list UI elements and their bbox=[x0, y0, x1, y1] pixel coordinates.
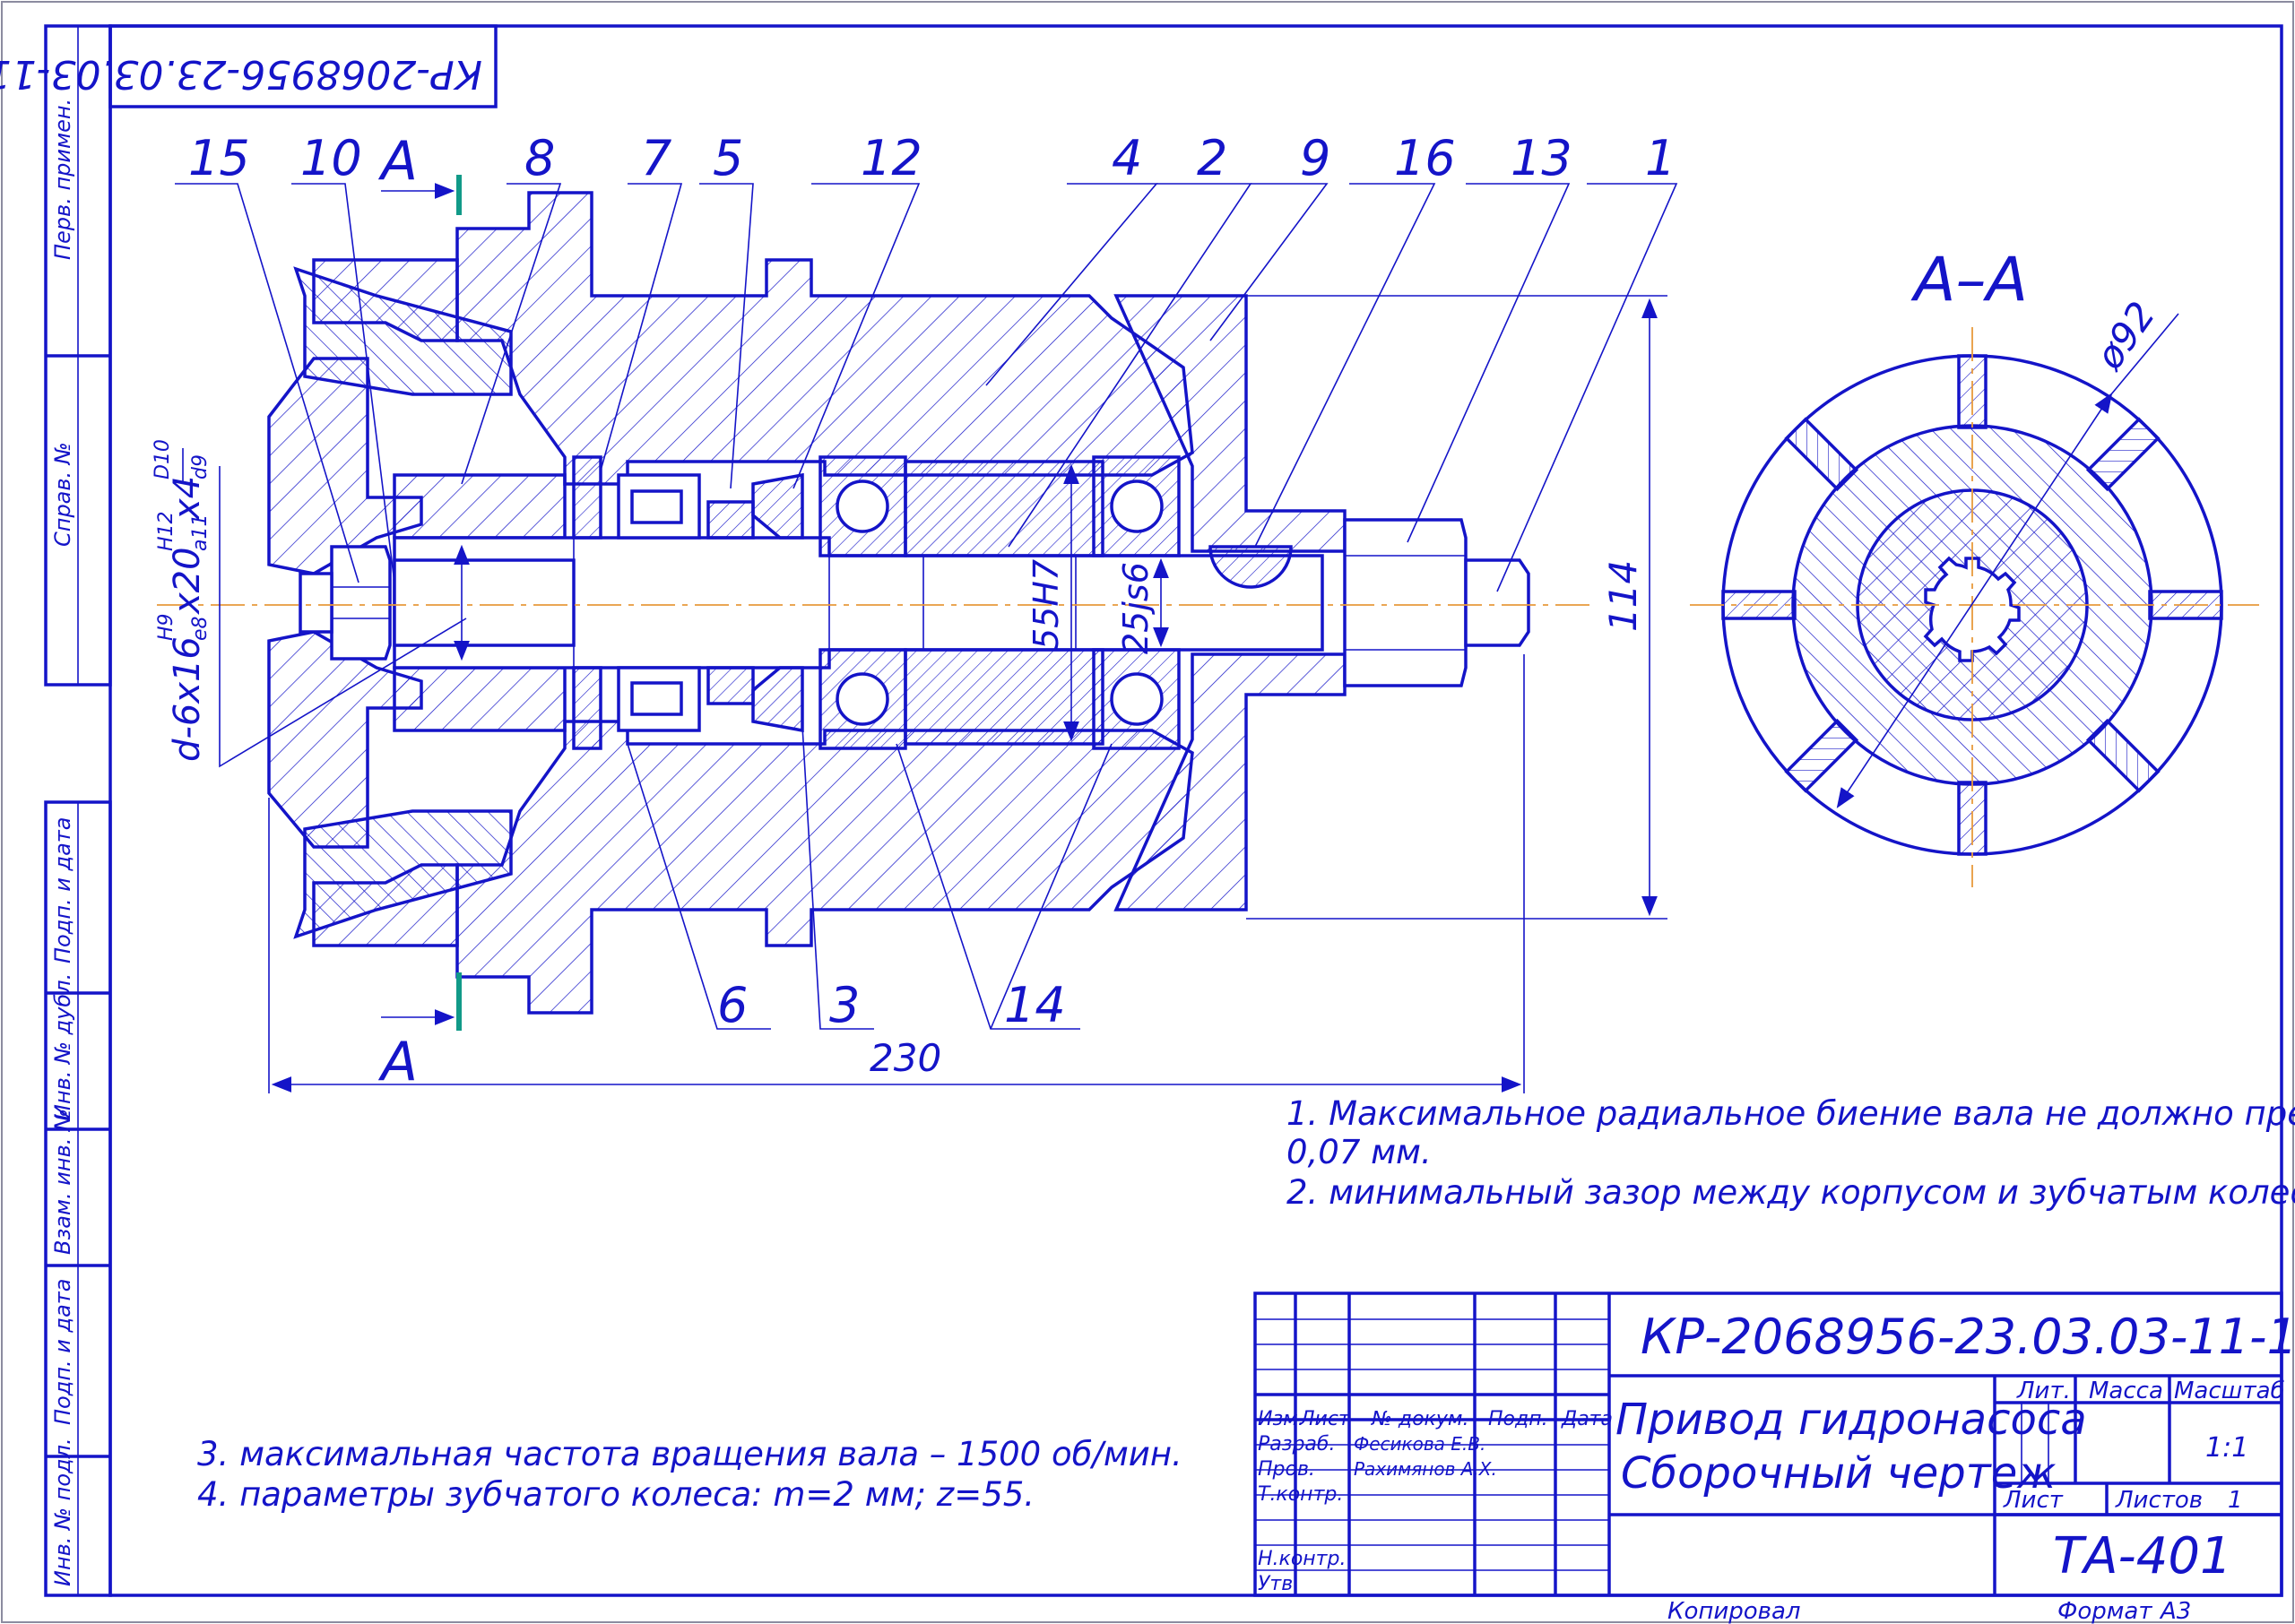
spline-f2-low: a11 bbox=[189, 514, 212, 551]
spline-mid: x20 bbox=[167, 547, 208, 616]
callout-4: 4 bbox=[1112, 130, 1142, 186]
bearing-right bbox=[1092, 455, 1181, 750]
dim-section-diameter: ø92 bbox=[2086, 294, 2163, 378]
side-perv-primen: Перв. примен. bbox=[50, 99, 75, 260]
tb-data: Дата bbox=[1561, 1408, 1613, 1430]
tb-utv: Утв. bbox=[1258, 1573, 1299, 1595]
spline-designation: d-6x16 H9 e8 x20 H12 a11 x4 D10 d9 bbox=[152, 439, 212, 762]
side-sprav-no: Справ. № bbox=[50, 442, 75, 547]
dim-overall-length: 230 bbox=[870, 1036, 941, 1080]
note-1b: 0,07 мм. bbox=[1286, 1133, 1432, 1171]
tb-izm: Изм. bbox=[1258, 1408, 1304, 1430]
tb-prov: Пров. bbox=[1258, 1458, 1315, 1481]
tb-list: Лист bbox=[2003, 1487, 2064, 1514]
callout-5: 5 bbox=[713, 130, 743, 186]
callout-12: 12 bbox=[861, 130, 922, 186]
side-vzam-inv: Взам. инв. № bbox=[50, 1109, 75, 1255]
tb-dokum: № докум. bbox=[1371, 1408, 1468, 1430]
footer-kopiroval: Копировал bbox=[1667, 1598, 1801, 1624]
callout-6: 6 bbox=[717, 977, 748, 1033]
footer-format-value: А3 bbox=[2159, 1598, 2191, 1624]
top-stamp: КР-2068956-23.03.03-11-18 СБ bbox=[0, 24, 498, 108]
top-stamp-text: КР-2068956-23.03.03-11-18 СБ bbox=[0, 51, 482, 97]
title-line2: Сборочный чертеж bbox=[1621, 1448, 2057, 1499]
technical-notes: 1. Максимальное радиальное биение вала н… bbox=[197, 1094, 2295, 1514]
callout-13: 13 bbox=[1511, 130, 1572, 186]
spline-f3-low: d9 bbox=[189, 454, 212, 479]
callout-leaders bbox=[175, 183, 1678, 1030]
dim-bore: 55H7 bbox=[1026, 559, 1066, 650]
note-2: 2. минимальный зазор между корпусом и зу… bbox=[1286, 1173, 2295, 1212]
side-inv-dubl: Инв. № дубл. bbox=[50, 973, 75, 1120]
tb-prov-name: Рахимянов А.Х. bbox=[1354, 1458, 1497, 1480]
spline-base: d-6x16 bbox=[167, 636, 208, 762]
callouts: 15 10 8 7 5 12 4 2 9 16 13 1 6 3 14 bbox=[188, 130, 1676, 1033]
callout-9: 9 bbox=[1300, 130, 1330, 186]
dim-shaft: 25js6 bbox=[1116, 562, 1156, 654]
tb-nkontr: Н.контр. bbox=[1258, 1548, 1346, 1570]
section-title: А–А bbox=[1910, 245, 2028, 315]
main-section-view: А А bbox=[157, 130, 1596, 1093]
spline-f2: H12 bbox=[155, 511, 178, 551]
tb-list-col: Лист bbox=[1299, 1408, 1351, 1430]
bearing-left bbox=[818, 455, 907, 750]
spline-f1-low: e8 bbox=[189, 616, 212, 641]
side-stamp: Перв. примен. Справ. № Подп. и дата Инв.… bbox=[44, 24, 112, 1597]
side-podp-data-2: Подп. и дата bbox=[50, 1279, 75, 1426]
note-1a: 1. Максимальное радиальное биение вала н… bbox=[1286, 1094, 2295, 1133]
tb-scale: 1:1 bbox=[2205, 1432, 2248, 1464]
spline-f3: D10 bbox=[152, 439, 174, 479]
spline-f1: H9 bbox=[155, 613, 178, 641]
tb-listov-value: 1 bbox=[2228, 1487, 2243, 1514]
section-a-a: А–А ø92 bbox=[1690, 245, 2259, 887]
side-podp-data-1: Подп. и дата bbox=[50, 817, 75, 964]
footer-format: Формат bbox=[2057, 1598, 2152, 1624]
callout-16: 16 bbox=[1394, 130, 1456, 186]
tb-tkontr: Т.контр. bbox=[1258, 1483, 1343, 1506]
tb-podp: Подп. bbox=[1488, 1408, 1548, 1430]
callout-2: 2 bbox=[1197, 130, 1227, 186]
section-mark-top: А bbox=[377, 130, 418, 193]
callout-14: 14 bbox=[1004, 977, 1066, 1033]
tb-lit: Лит. bbox=[2016, 1378, 2071, 1404]
callout-10: 10 bbox=[300, 130, 362, 186]
title-block: КР-2068956-23.03.03-11-18 СБ Привод гидр… bbox=[1253, 1291, 2295, 1597]
callout-1: 1 bbox=[1645, 130, 1676, 186]
footer: Копировал Формат А3 bbox=[1667, 1598, 2191, 1624]
spline-end: x4 bbox=[167, 476, 208, 522]
dim-height: 114 bbox=[1601, 560, 1645, 632]
tb-razrab: Разраб. bbox=[1258, 1433, 1335, 1456]
dimensions: 230 114 55H7 25js6 d-6x16 H9 e8 x20 H12 … bbox=[152, 295, 1667, 1093]
title-line1: Привод гидронасоса bbox=[1615, 1395, 2087, 1445]
callout-3: 3 bbox=[829, 977, 860, 1033]
callout-15: 15 bbox=[188, 130, 250, 186]
tb-masshtab: Масштаб bbox=[2174, 1378, 2285, 1404]
svg-text:d-6x16: d-6x16 bbox=[167, 636, 208, 762]
tb-org: ТА-401 bbox=[2053, 1527, 2232, 1585]
note-3: 3. максимальная частота вращения вала – … bbox=[197, 1435, 1182, 1473]
tb-razrab-name: Фесикова Е.В. bbox=[1354, 1433, 1485, 1455]
title-designation: КР-2068956-23.03.03-11-18 СБ bbox=[1641, 1309, 2295, 1365]
tb-listov: Листов bbox=[2115, 1487, 2203, 1514]
note-4: 4. параметры зубчатого колеса: m=2 мм; z… bbox=[197, 1475, 1035, 1514]
callout-7: 7 bbox=[641, 130, 671, 186]
side-inv-podl: Инв. № подл. bbox=[50, 1438, 75, 1586]
tb-massa: Масса bbox=[2089, 1378, 2163, 1404]
callout-8: 8 bbox=[524, 130, 555, 186]
